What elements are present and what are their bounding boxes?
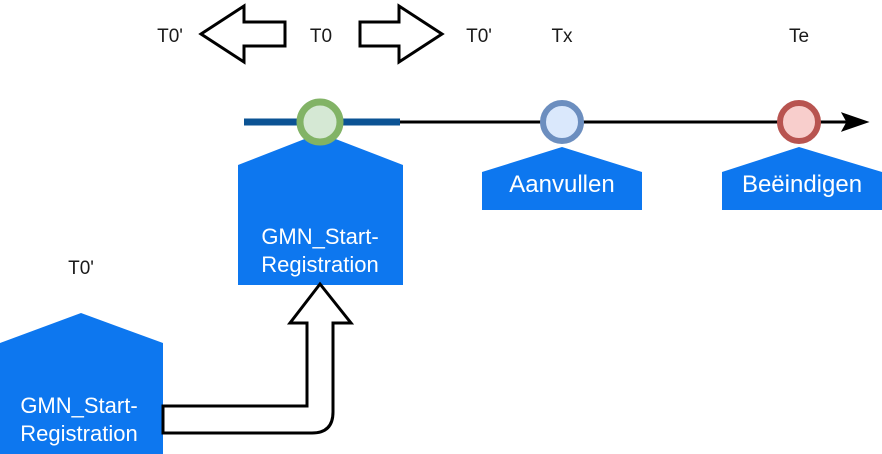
label-t0-prime-bottom: T0' — [68, 258, 94, 279]
gmn-start-registration-banner-line2: Registration — [261, 252, 378, 277]
label-t0-prime-left: T0' — [157, 26, 183, 47]
gmn-start-registration-prime-banner[interactable] — [0, 313, 163, 454]
start-node-circle[interactable] — [296, 98, 344, 146]
left-block-arrow — [198, 3, 287, 65]
label-te: Te — [789, 26, 809, 47]
timeline-arrowhead — [840, 112, 870, 132]
gmn-start-registration-prime-line2: Registration — [20, 421, 137, 446]
right-block-arrow — [358, 3, 445, 65]
label-t0: T0 — [310, 26, 332, 47]
supplement-node-circle[interactable] — [540, 100, 584, 144]
label-t0-prime-right: T0' — [466, 26, 492, 47]
aanvullen-banner[interactable] — [482, 147, 642, 210]
beeindigen-banner[interactable] — [722, 147, 882, 210]
gmn-start-registration-prime-line1: GMN_Start- — [20, 393, 137, 418]
beeindigen-banner-label: Beëindigen — [742, 171, 862, 198]
gmn-start-registration-banner[interactable] — [238, 133, 403, 285]
label-tx: Tx — [551, 26, 573, 47]
connector-block-arrow — [161, 281, 355, 435]
end-node-circle[interactable] — [777, 100, 821, 144]
aanvullen-banner-label: Aanvullen — [509, 171, 614, 198]
gmn-start-registration-banner-line1: GMN_Start- — [261, 224, 378, 249]
